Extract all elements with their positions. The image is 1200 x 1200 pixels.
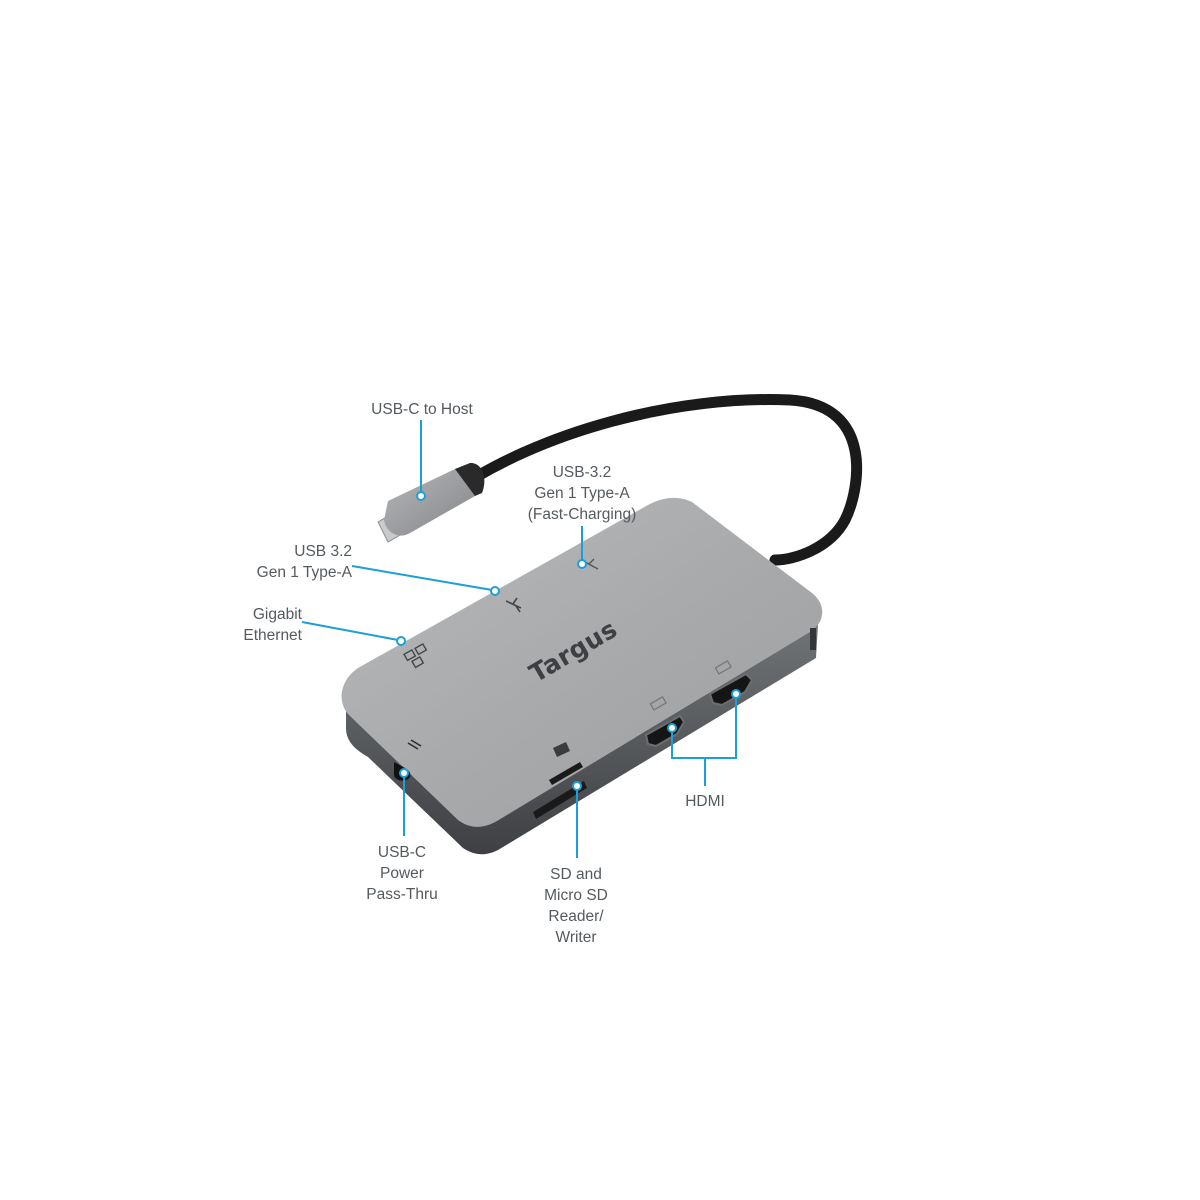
callout-dots [396,491,741,791]
callout-usb-c-host: USB-C to Host [371,401,473,418]
side-port[interactable] [810,628,816,650]
callout-lines [301,420,737,858]
hdmi-icon [649,660,732,711]
usb-icon [505,558,599,613]
callout-usb-a: USB 3.2 Gen 1 Type-A [256,543,352,581]
hub-top [341,497,823,827]
callout-usb-fast-charging: USB-3.2 Gen 1 Type-A (Fast-Charging) [527,464,637,523]
callout-ethernet: Gigabit Ethernet [243,606,302,644]
callout-hdmi: HDMI [685,793,725,810]
power-icon [407,739,422,750]
sd-card-icon [553,742,570,757]
sd-card-slots[interactable] [533,762,587,819]
hdmi-port-2[interactable] [708,672,754,707]
callout-usb-c-power: USB-C Power Pass-Thru [366,844,438,903]
cable [442,394,863,566]
ethernet-icon [403,642,428,669]
hdmi-port-1[interactable] [644,714,686,748]
usb-c-plug [377,462,485,543]
callout-sd-reader: SD and Micro SD Reader/ Writer [544,866,608,946]
